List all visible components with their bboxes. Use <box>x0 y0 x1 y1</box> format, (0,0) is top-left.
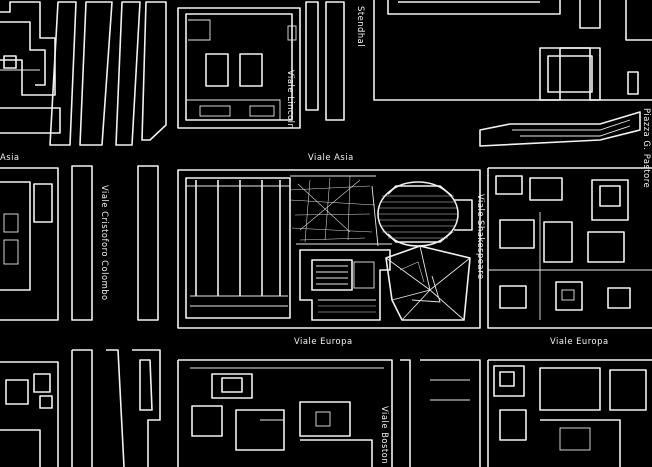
label-viale-asia: Viale Asia <box>308 152 354 162</box>
block-east-middle <box>487 167 652 329</box>
site-path-grid <box>289 175 376 243</box>
label-viale-europa-right: Viale Europa <box>550 336 609 346</box>
road-diagonal-north <box>49 1 167 146</box>
block-south-center <box>177 359 393 467</box>
block-northeast <box>373 0 652 147</box>
faceted-building <box>385 245 471 321</box>
block-southwest <box>0 349 161 467</box>
road-lincoln <box>305 1 345 121</box>
label-viale-lincoln: Viale Lincoln <box>286 70 296 129</box>
label-viale-shakespeare: Viale Shakespeare <box>476 194 486 279</box>
block-northwest <box>0 1 61 134</box>
road-colombo-median <box>71 165 159 321</box>
block-southeast <box>420 359 652 467</box>
road-boston <box>400 359 411 467</box>
label-stendhal: Stendhal <box>356 6 366 47</box>
dome-building <box>371 181 473 247</box>
label-viale-cristoforo-colombo: Viale Cristoforo Colombo <box>100 185 110 301</box>
label-viale-boston: Viale Boston <box>380 406 390 464</box>
site-complex <box>177 169 481 329</box>
label-asia-left: Asia <box>0 152 20 162</box>
block-north-center <box>177 7 301 129</box>
label-viale-europa-center: Viale Europa <box>294 336 353 346</box>
label-piazza-pastore: Piazza G. Pastore <box>642 108 652 188</box>
block-west-middle <box>0 167 59 321</box>
